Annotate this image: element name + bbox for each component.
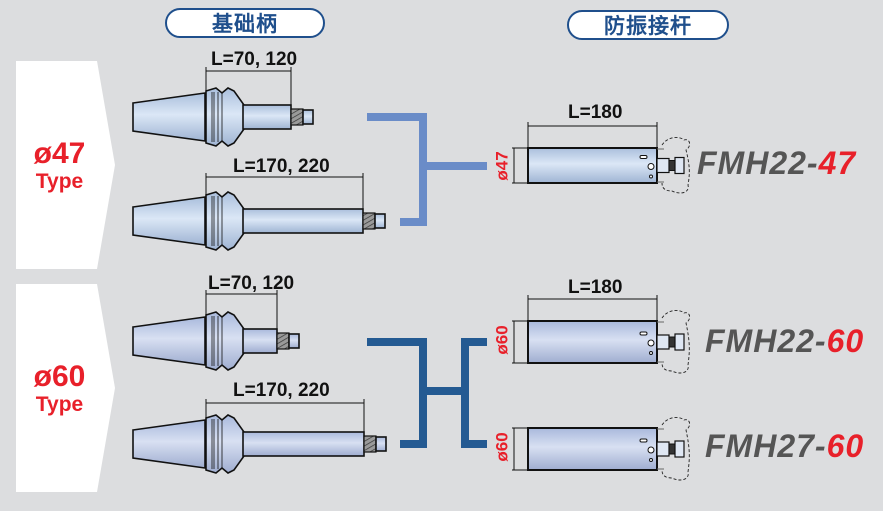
bar-hole [639, 155, 648, 159]
anti-vibration-bar [512, 122, 691, 194]
type-diameter: ø47 [33, 137, 86, 170]
type-label-47: ø47 Type [12, 138, 107, 194]
holder-shank [242, 328, 278, 354]
tool-holder [132, 173, 386, 251]
model-prefix: FMH22- [697, 145, 819, 181]
bar-head [674, 156, 685, 175]
anti-vibration-bar [512, 417, 691, 481]
model-suffix: 60 [826, 323, 865, 359]
connector-60 [367, 338, 487, 448]
holder-taper [132, 419, 206, 469]
bar-hole [647, 339, 655, 347]
type-diameter: ø60 [33, 360, 86, 393]
holder-length-label: L=170, 220 [233, 380, 330, 401]
bar-head [668, 160, 676, 171]
holder-shank [242, 208, 364, 234]
type-panel-60 [16, 284, 115, 492]
holder-taper [132, 196, 206, 246]
model-name-fmh22-60: FMH22-60 [705, 323, 864, 360]
holder-tip [375, 436, 387, 452]
bar-body [527, 147, 658, 184]
holder-tip [288, 333, 300, 349]
bar-body [527, 320, 658, 364]
bar-head [674, 333, 685, 351]
holder-thread [276, 332, 290, 350]
bar-diameter-label: ø47 [492, 151, 512, 181]
bar-length-label: L=180 [568, 102, 623, 123]
type-panel-47 [16, 61, 115, 269]
bar-hole [649, 351, 653, 355]
holder-tip [374, 213, 386, 229]
type-word: Type [35, 170, 84, 193]
tool-holder [132, 67, 314, 147]
bar-diameter-label: ø60 [492, 432, 512, 462]
model-suffix: 47 [818, 145, 857, 181]
header-base-holder: 基础柄 [165, 8, 325, 38]
model-suffix: 60 [826, 428, 865, 464]
type-label-60: ø60 Type [12, 361, 107, 417]
holder-taper [132, 92, 206, 142]
holder-shank [242, 104, 292, 130]
bar-hole [647, 163, 655, 170]
bar-body [527, 427, 658, 471]
header-anti-vibration-bar: 防振接杆 [567, 10, 729, 40]
anti-vibration-bar [512, 295, 691, 374]
bar-diameter-label: ø60 [492, 325, 512, 355]
model-prefix: FMH27- [705, 428, 827, 464]
holder-length-label: L=70, 120 [208, 273, 295, 294]
holder-taper [132, 316, 206, 366]
tool-holder [132, 290, 300, 371]
bar-head [668, 336, 676, 348]
holder-length-label: L=70, 120 [211, 49, 298, 70]
bar-hole [639, 438, 648, 443]
model-name-fmh27-60: FMH27-60 [705, 428, 864, 465]
bar-hole [649, 458, 653, 462]
holder-thread [362, 212, 376, 230]
tool-holder [132, 399, 387, 474]
type-word: Type [35, 393, 84, 416]
connector-47 [367, 113, 487, 226]
bar-hole [639, 331, 648, 336]
bar-length-label: L=180 [568, 277, 623, 298]
bar-head [674, 440, 685, 458]
bar-head [668, 443, 676, 455]
bar-head [656, 441, 670, 457]
cutter-outline [661, 417, 691, 481]
holder-shank [242, 431, 365, 457]
holder-thread [290, 108, 304, 126]
cutter-outline [661, 310, 691, 374]
bar-head [656, 157, 670, 174]
holder-length-label: L=170, 220 [233, 156, 330, 177]
model-prefix: FMH22- [705, 323, 827, 359]
model-name-fmh22-47: FMH22-47 [697, 145, 856, 182]
holder-tip [302, 109, 314, 125]
holder-thread [363, 435, 377, 453]
bar-hole [647, 446, 655, 454]
bar-head [656, 334, 670, 350]
bar-hole [649, 174, 653, 179]
